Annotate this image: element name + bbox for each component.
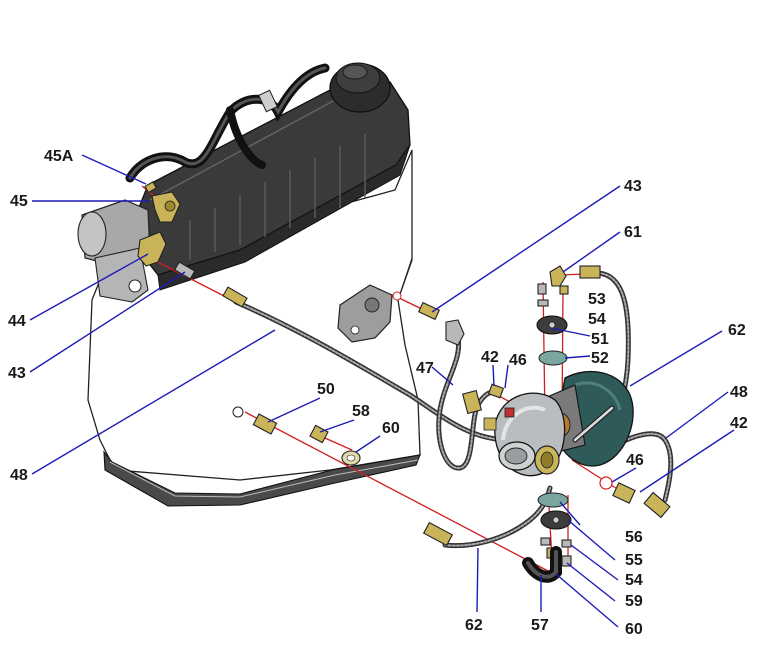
- callout-53: 53: [588, 291, 606, 308]
- oil-pan: [103, 450, 421, 507]
- callout-62-right: 62: [728, 322, 746, 339]
- callout-44: 44: [8, 313, 26, 330]
- callout-51: 51: [591, 331, 609, 348]
- leader-lines: [29, 154, 735, 628]
- callout-60-mid: 60: [382, 420, 400, 437]
- callout-42-mid: 42: [481, 349, 499, 366]
- callout-46-mid: 46: [509, 352, 527, 369]
- callout-56: 56: [625, 529, 643, 546]
- callout-55: 55: [625, 552, 643, 569]
- breather-hose: [125, 63, 330, 183]
- callout-58: 58: [352, 403, 370, 420]
- callout-43-right: 43: [624, 178, 642, 195]
- callout-54-bottom: 54: [625, 572, 643, 589]
- callout-50: 50: [317, 381, 335, 398]
- callout-43-left: 43: [8, 365, 26, 382]
- callout-45: 45: [10, 193, 28, 210]
- callout-48-left: 48: [10, 467, 28, 484]
- callout-46-right: 46: [626, 452, 644, 469]
- oil-filler-cap: [329, 62, 391, 113]
- callout-57: 57: [531, 617, 549, 634]
- callout-42-right: 42: [730, 415, 748, 432]
- turbocharger: [483, 370, 634, 477]
- fittings: [137, 181, 671, 583]
- callout-60-bottom: 60: [625, 621, 643, 638]
- callout-labels: 45A 45 44 43 48 43 61 53 54 51 52 62 42 …: [8, 148, 748, 638]
- callout-45a: 45A: [44, 148, 74, 165]
- callout-61: 61: [624, 224, 642, 241]
- callout-47: 47: [416, 360, 434, 377]
- oil-filter-adapter: [337, 284, 393, 343]
- callout-48-right: 48: [730, 384, 748, 401]
- callout-59: 59: [625, 593, 643, 610]
- callout-62-bottom: 62: [465, 617, 483, 634]
- callout-54-top: 54: [588, 311, 606, 328]
- callout-52: 52: [591, 350, 609, 367]
